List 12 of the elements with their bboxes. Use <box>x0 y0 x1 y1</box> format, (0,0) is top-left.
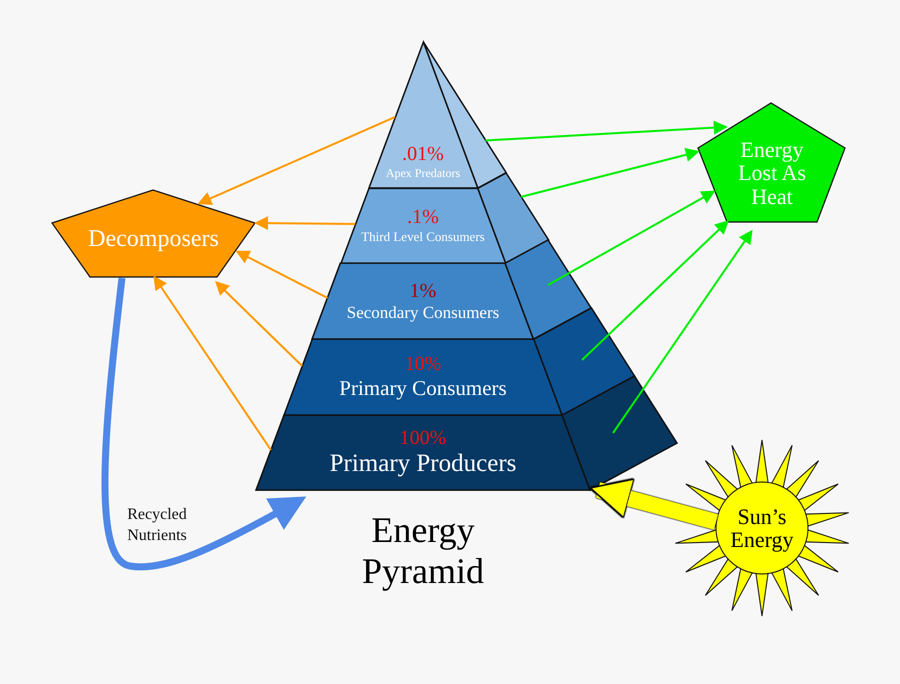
arrow <box>581 220 730 361</box>
arrow <box>520 148 700 198</box>
arrow <box>254 216 356 230</box>
arrow <box>548 190 716 286</box>
diagram-title: Energy Pyramid <box>361 510 485 593</box>
arrow <box>215 281 303 367</box>
arrow <box>197 116 396 205</box>
arrow <box>612 230 753 434</box>
arrow <box>153 276 272 451</box>
arrow <box>236 250 328 299</box>
edge-label: Recycled Nutrients <box>126 505 188 546</box>
arrow <box>102 278 306 570</box>
